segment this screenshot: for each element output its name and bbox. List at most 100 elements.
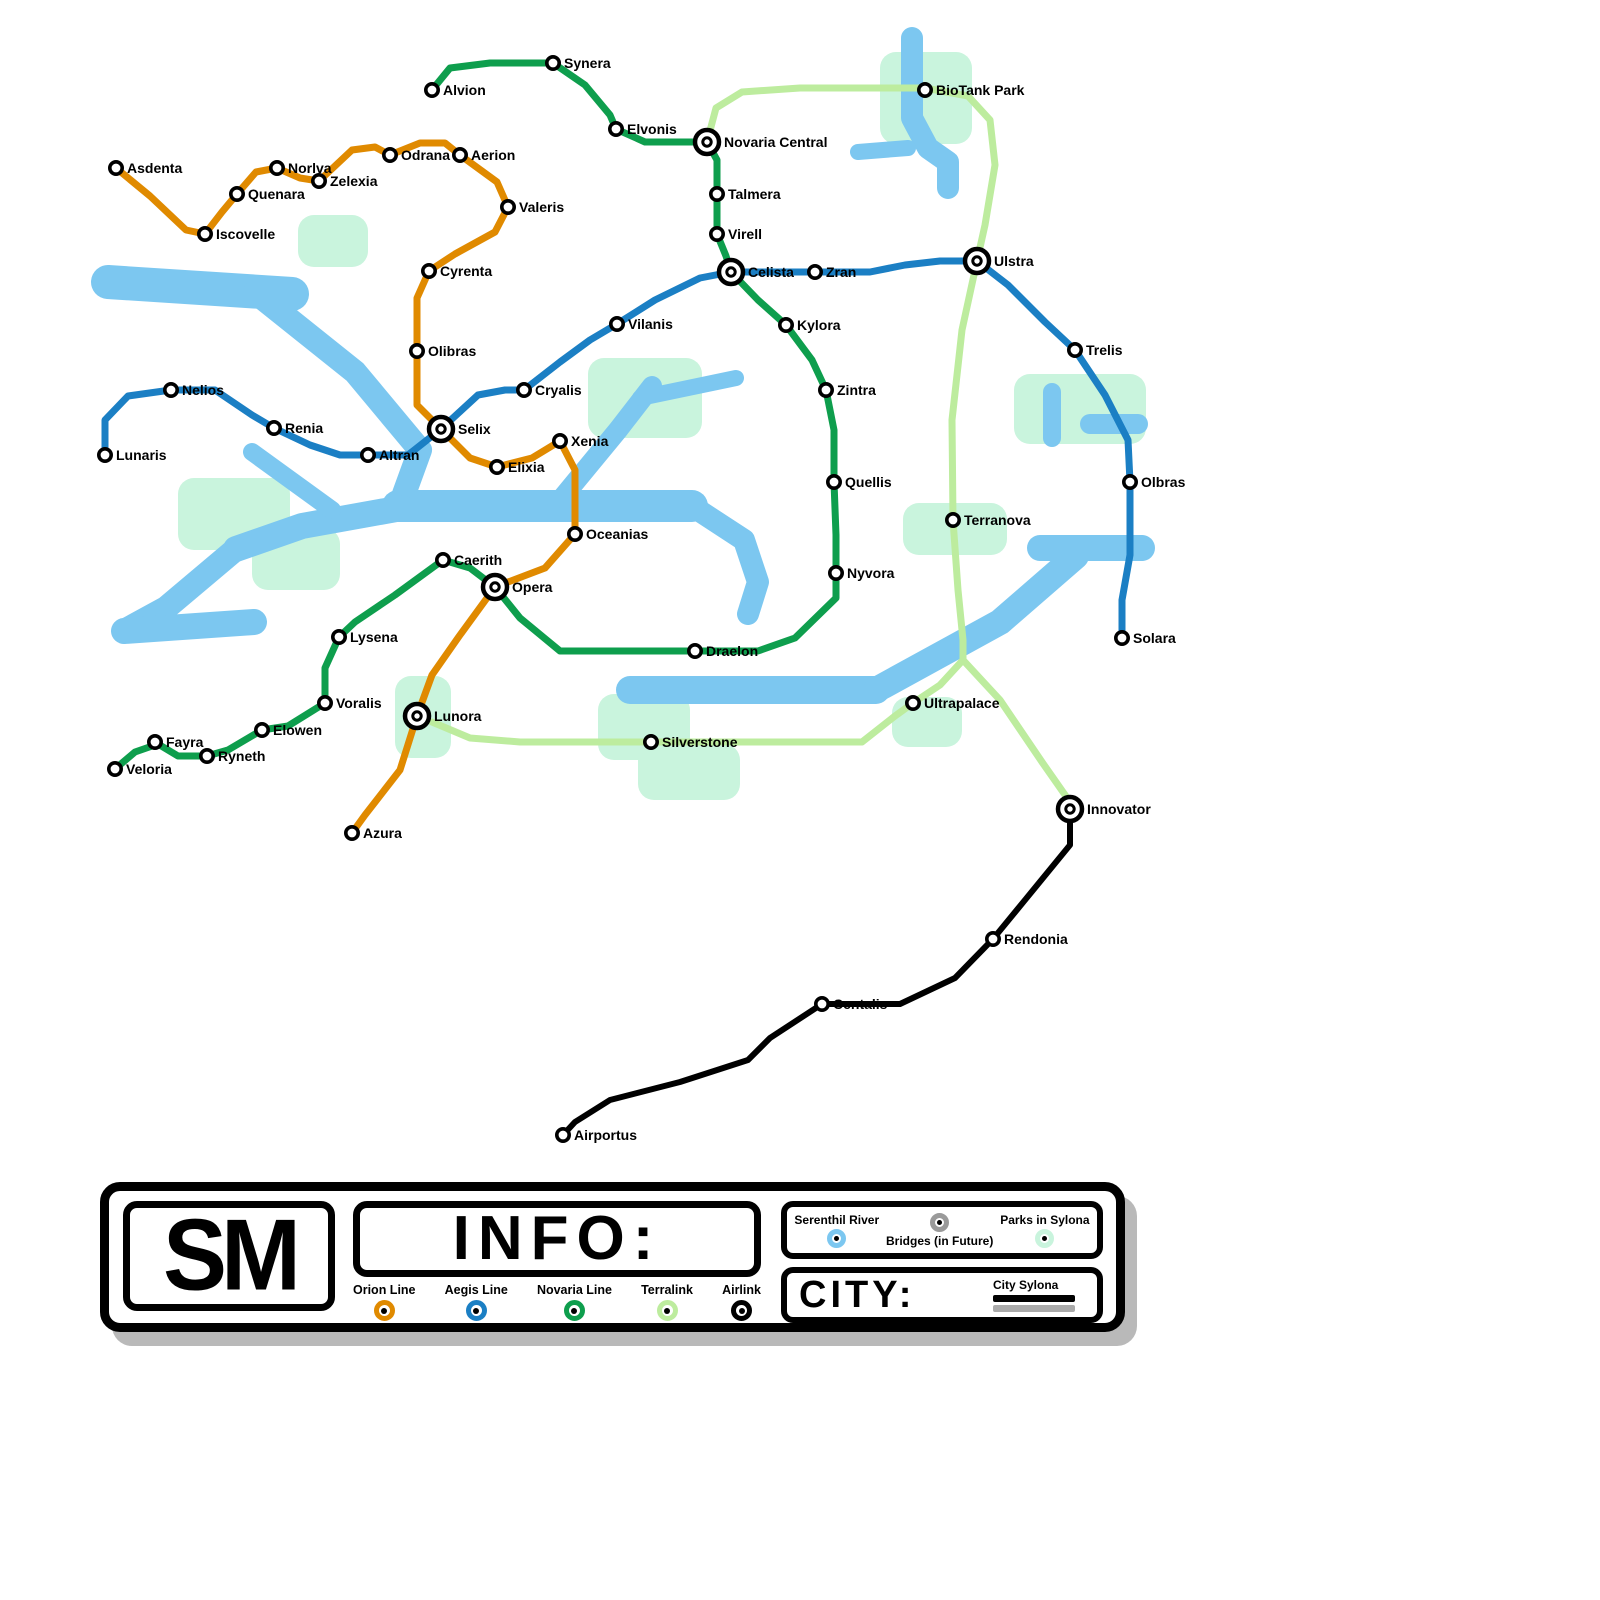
station-label-elixia: Elixia bbox=[508, 459, 545, 475]
station-label-innovator: Innovator bbox=[1087, 801, 1151, 817]
station-label-caerith: Caerith bbox=[454, 552, 502, 568]
transit-line-terralink-branch bbox=[428, 656, 967, 746]
station-talmera[interactable] bbox=[708, 186, 725, 203]
station-draelon[interactable] bbox=[686, 642, 703, 659]
station-centalis[interactable] bbox=[813, 995, 830, 1012]
station-quenara[interactable] bbox=[229, 186, 246, 203]
station-voralis[interactable] bbox=[316, 694, 333, 711]
station-label-asdenta: Asdenta bbox=[127, 160, 182, 176]
station-lysena[interactable] bbox=[330, 628, 347, 645]
transit-line-airlink bbox=[560, 806, 1073, 1138]
transit-line-orion bbox=[112, 139, 579, 837]
station-biotank-park[interactable] bbox=[916, 82, 933, 99]
station-label-silverstone: Silverstone bbox=[662, 734, 738, 750]
station-xenia[interactable] bbox=[551, 432, 568, 449]
station-azura[interactable] bbox=[343, 824, 360, 841]
station-zran[interactable] bbox=[806, 263, 823, 280]
station-label-solara: Solara bbox=[1133, 630, 1176, 646]
station-iscovelle[interactable] bbox=[197, 226, 214, 243]
station-label-veloria: Veloria bbox=[126, 761, 172, 777]
station-elixia[interactable] bbox=[488, 458, 505, 475]
station-elvonis[interactable] bbox=[607, 121, 624, 138]
legend-item-orion-line: Orion Line bbox=[353, 1283, 416, 1327]
station-zelexia[interactable] bbox=[310, 173, 327, 190]
station-label-vilanis: Vilanis bbox=[628, 316, 673, 332]
novaria-line-icon bbox=[563, 1300, 585, 1321]
station-alvion[interactable] bbox=[423, 82, 440, 99]
station-label-ulstra: Ulstra bbox=[994, 253, 1034, 269]
station-label-selix: Selix bbox=[458, 421, 491, 437]
station-virell[interactable] bbox=[708, 226, 725, 243]
station-fayra[interactable] bbox=[147, 733, 164, 750]
river-serenthil-segment bbox=[681, 495, 769, 625]
station-label-airportus: Airportus bbox=[574, 1127, 637, 1143]
station-opera-inner-ring bbox=[489, 581, 501, 593]
station-dot-icon bbox=[1042, 1235, 1048, 1241]
station-lunaris[interactable] bbox=[97, 446, 114, 463]
station-label-aerion: Aerion bbox=[471, 147, 515, 163]
station-veloria[interactable] bbox=[107, 760, 124, 777]
features-panel: Serenthil River Bridges (in Future) Park… bbox=[781, 1201, 1103, 1259]
station-silverstone[interactable] bbox=[642, 733, 659, 750]
orion-line-icon bbox=[373, 1300, 395, 1321]
station-solara[interactable] bbox=[1114, 629, 1131, 646]
station-asdenta[interactable] bbox=[108, 160, 125, 177]
station-lunora-inner-ring bbox=[411, 710, 423, 722]
park-area bbox=[298, 215, 368, 267]
station-label-fayra: Fayra bbox=[166, 734, 204, 750]
station-label-oceanias: Oceanias bbox=[586, 526, 648, 542]
station-label-ryneth: Ryneth bbox=[218, 748, 265, 764]
station-label-norlva: Norlva bbox=[288, 160, 332, 176]
station-elowen[interactable] bbox=[254, 721, 271, 738]
station-label-odrana: Odrana bbox=[401, 147, 450, 163]
park-area bbox=[638, 744, 740, 800]
river-icon bbox=[827, 1228, 847, 1248]
station-label-cryalis: Cryalis bbox=[535, 382, 582, 398]
airlink-line-icon bbox=[731, 1300, 753, 1321]
station-norlva[interactable] bbox=[268, 160, 285, 177]
station-rendonia[interactable] bbox=[984, 930, 1001, 947]
river-serenthil-segment bbox=[863, 543, 1089, 703]
station-renia[interactable] bbox=[265, 419, 282, 436]
station-label-terranova: Terranova bbox=[964, 512, 1031, 528]
station-label-olibras: Olibras bbox=[428, 343, 476, 359]
station-airportus[interactable] bbox=[554, 1127, 571, 1144]
station-label-azura: Azura bbox=[363, 825, 402, 841]
station-zintra[interactable] bbox=[817, 381, 834, 398]
info-title: INFO: bbox=[452, 1204, 662, 1273]
station-synera[interactable] bbox=[544, 54, 561, 71]
station-cryalis[interactable] bbox=[515, 381, 532, 398]
station-kylora[interactable] bbox=[777, 316, 794, 333]
station-nyvora[interactable] bbox=[827, 564, 844, 581]
station-caerith[interactable] bbox=[434, 551, 451, 568]
station-aerion[interactable] bbox=[451, 147, 468, 164]
park-icon bbox=[1035, 1228, 1055, 1248]
station-olibras[interactable] bbox=[408, 342, 425, 359]
station-altran[interactable] bbox=[359, 446, 376, 463]
station-dot-icon bbox=[738, 1307, 745, 1314]
station-terranova[interactable] bbox=[944, 511, 961, 528]
station-novaria-central-inner-ring bbox=[701, 136, 713, 148]
station-dot-icon bbox=[473, 1307, 480, 1314]
station-vilanis[interactable] bbox=[608, 315, 625, 332]
parks-label: Parks in Sylona bbox=[1000, 1212, 1090, 1227]
station-label-nelios: Nelios bbox=[182, 382, 224, 398]
station-ryneth[interactable] bbox=[199, 747, 216, 764]
station-odrana[interactable] bbox=[381, 147, 398, 164]
station-label-xenia: Xenia bbox=[571, 433, 609, 449]
station-trelis[interactable] bbox=[1067, 341, 1084, 358]
legend-label-aegis: Aegis Line bbox=[444, 1283, 508, 1297]
station-label-elowen: Elowen bbox=[273, 722, 322, 738]
city-title: CITY: bbox=[799, 1274, 916, 1316]
station-valeris[interactable] bbox=[499, 199, 516, 216]
station-oceanias[interactable] bbox=[566, 525, 583, 542]
brand-logo: SM bbox=[163, 1199, 301, 1312]
station-ultrapalace[interactable] bbox=[904, 694, 921, 711]
station-nelios[interactable] bbox=[163, 381, 180, 398]
station-olbras[interactable] bbox=[1122, 473, 1139, 490]
station-cyrenta[interactable] bbox=[420, 262, 437, 279]
river-serenthil-segment bbox=[632, 370, 744, 406]
station-dot-icon bbox=[937, 1219, 943, 1225]
station-quellis[interactable] bbox=[825, 473, 842, 490]
